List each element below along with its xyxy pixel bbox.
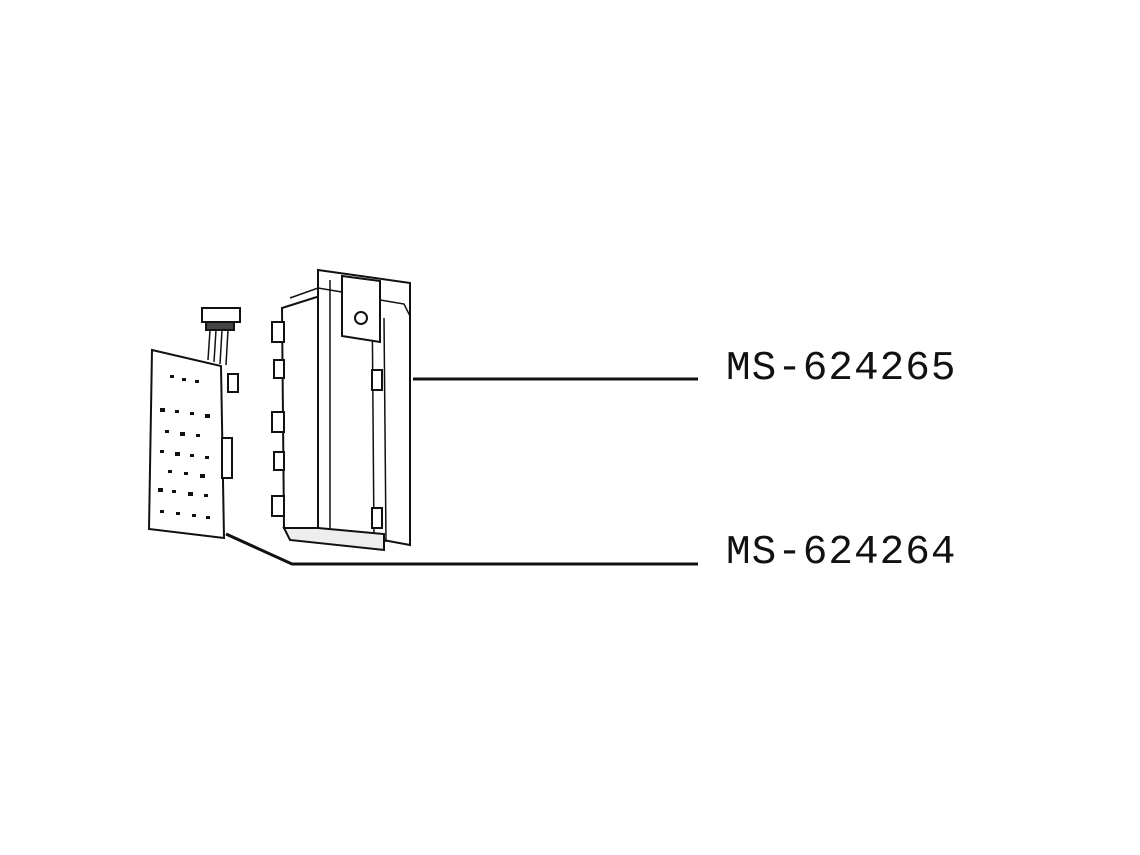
connector-wires (207, 329, 229, 366)
board-components (158, 375, 210, 519)
housing (271, 268, 411, 552)
part-number-label-circuit-board: MS-624264 (726, 530, 957, 576)
leader-line-circuit-board (225, 532, 698, 566)
circuit-board (147, 307, 241, 540)
leader-lines (225, 377, 698, 566)
part-number-label-housing: MS-624265 (726, 346, 957, 392)
